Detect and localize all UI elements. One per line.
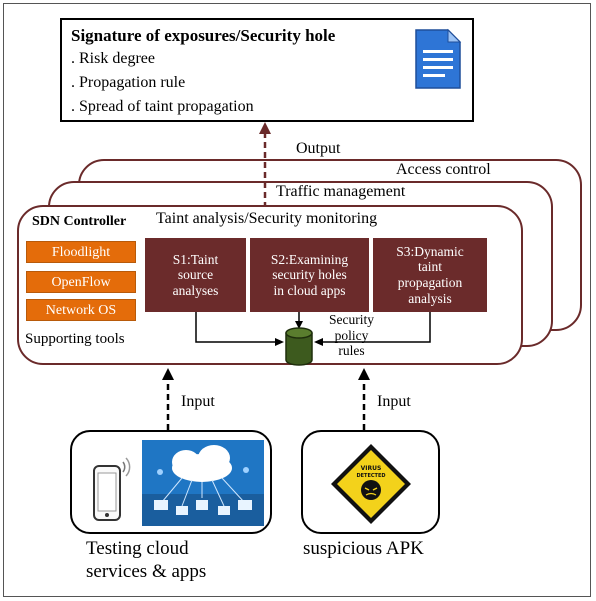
policy-line2: policy — [334, 327, 369, 343]
cloud-network-icon — [142, 440, 264, 526]
stage-s3: S3:Dynamic taint propagation analysis — [373, 238, 487, 312]
taint-analysis-title: Taint analysis/Security monitoring — [156, 210, 378, 227]
virus-badge-line1: VIRUS — [361, 465, 382, 472]
access-control-label: Access control — [396, 161, 491, 178]
apk-input-box: VIRUS DETECTED — [301, 430, 440, 534]
output-title: Signature of exposures/Security hole — [71, 26, 336, 45]
cloud-caption-line1: Testing cloud — [86, 538, 189, 559]
stage-s3-line3: propagation — [397, 275, 463, 290]
stage-s1-line3: analyses — [172, 282, 219, 298]
stage-s1-line2: source — [177, 267, 214, 283]
input-arrow-left — [162, 368, 174, 430]
stage-s1: S1:Taint source analyses — [145, 238, 246, 312]
output-item-propagation: . Propagation rule — [71, 74, 186, 91]
stage-s3-line4: analysis — [408, 290, 452, 306]
tool-network-os: Network OS — [26, 299, 136, 321]
output-label: Output — [296, 140, 341, 157]
phone-icon — [93, 457, 131, 521]
input-arrow-right — [358, 368, 370, 430]
policy-line1: Security — [329, 312, 374, 327]
virus-warning-icon: VIRUS DETECTED — [331, 444, 411, 524]
tool-openflow: OpenFlow — [26, 271, 136, 293]
stage-s1-line1: S1:Taint — [172, 251, 219, 267]
output-item-risk: . Risk degree — [71, 50, 155, 67]
input-label-left: Input — [181, 393, 215, 410]
stage-s2-line3: in cloud apps — [273, 282, 346, 298]
security-policy-rules: Security policy rules — [329, 312, 374, 359]
policy-line3: rules — [338, 343, 365, 359]
stage-s2-line1: S2:Examining — [270, 251, 349, 267]
database-icon — [285, 327, 313, 366]
tool-floodlight: Floodlight — [26, 241, 136, 263]
traffic-management-label: Traffic management — [276, 183, 406, 200]
stage-s2: S2:Examining security holes in cloud app… — [250, 238, 369, 312]
input-label-right: Input — [377, 393, 411, 410]
figure-frame — [3, 3, 591, 597]
apk-caption: suspicious APK — [303, 538, 424, 559]
cloud-caption-line2: services & apps — [86, 560, 207, 582]
stage-s2-line2: security holes — [272, 267, 347, 283]
supporting-tools-label: Supporting tools — [25, 331, 125, 347]
stage-s3-line2: taint — [418, 259, 442, 275]
cloud-input-box — [70, 430, 272, 534]
output-item-spread: . Spread of taint propagation — [71, 98, 254, 115]
output-signature-box: Signature of exposures/Security hole . R… — [60, 18, 474, 122]
output-arrow — [259, 122, 271, 208]
cloud-caption: Testing cloud services & apps — [86, 538, 206, 584]
document-icon — [415, 28, 462, 89]
stage-s3-line1: S3:Dynamic — [396, 243, 464, 259]
virus-badge-line2: DETECTED — [356, 473, 385, 479]
sdn-controller-title: SDN Controller — [32, 214, 127, 229]
